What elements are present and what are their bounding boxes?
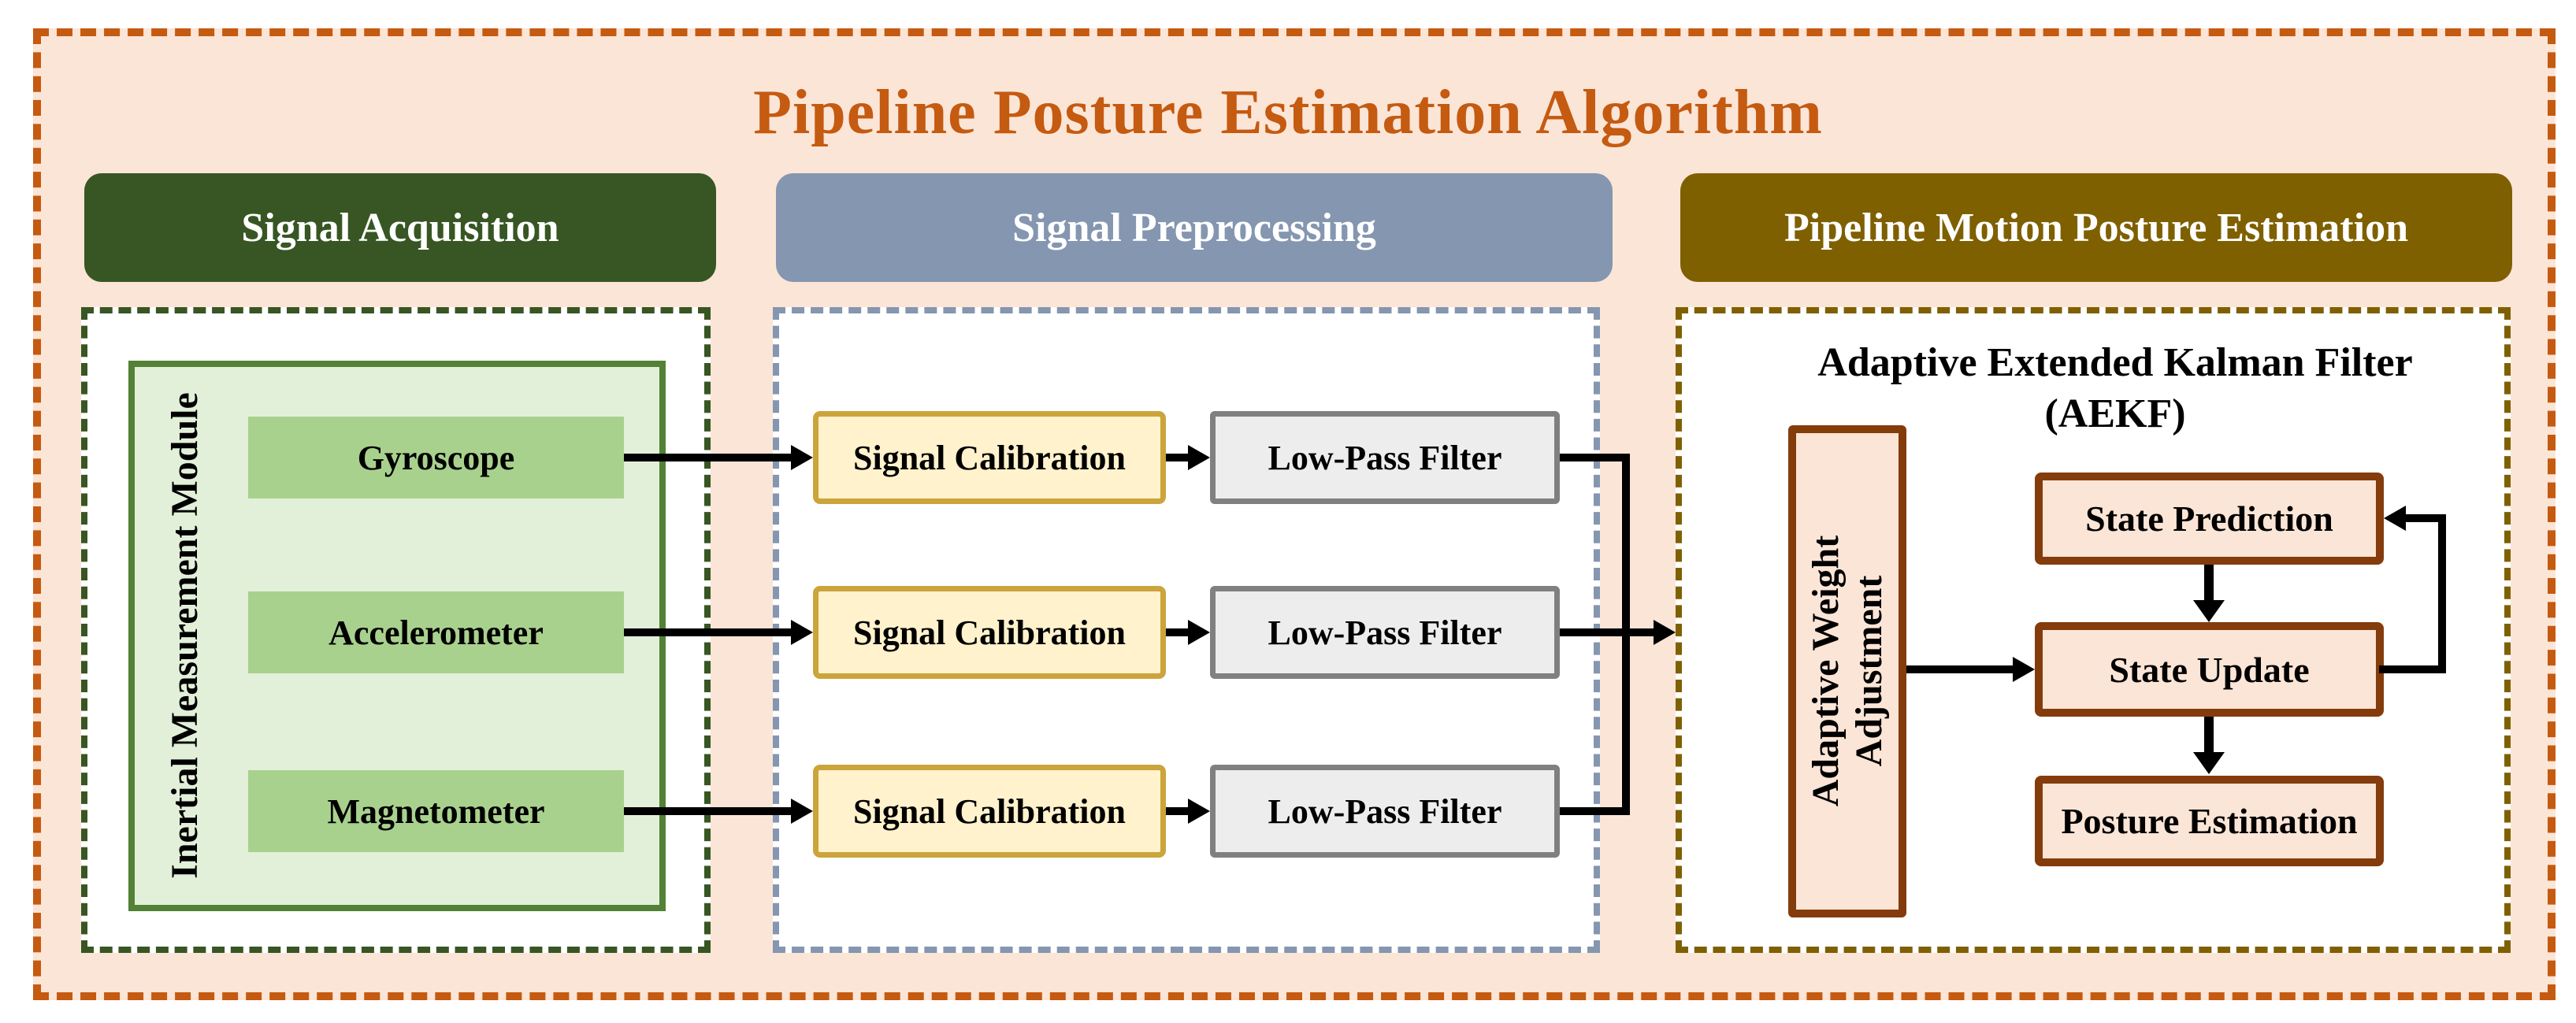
signal-calibration-box-3: Signal Calibration xyxy=(813,765,1166,858)
arrow-merged-to-estimation-shaft xyxy=(1560,628,1654,636)
feedback-loop-bottom-segment xyxy=(2379,665,2446,673)
section-header-posture-estimation: Pipeline Motion Posture Estimation xyxy=(1680,173,2512,282)
signal-calibration-box-1: Signal Calibration xyxy=(813,411,1166,504)
arrow-magnetometer-to-calibration-shaft xyxy=(624,807,791,815)
sensor-gyroscope: Gyroscope xyxy=(248,417,624,499)
signal-calibration-box-2: Signal Calibration xyxy=(813,586,1166,679)
adaptive-weight-adjustment-label: Adaptive Weight Adjustment xyxy=(1784,427,1910,915)
arrow-calibration-to-filter-1-shaft xyxy=(1166,454,1190,461)
posture-estimation-box: Posture Estimation xyxy=(2035,776,2384,866)
section-header-signal-preprocessing: Signal Preprocessing xyxy=(776,173,1613,282)
aekf-title-line2: (AEKF) xyxy=(2044,391,2186,436)
low-pass-filter-box-3: Low-Pass Filter xyxy=(1210,765,1560,858)
feedback-loop-top-segment xyxy=(2406,514,2446,522)
inertial-measurement-module-label: Inertial Measurement Module xyxy=(164,392,206,879)
aekf-title-line1: Adaptive Extended Kalman Filter xyxy=(1817,340,2413,385)
arrow-calibration-to-filter-2-shaft xyxy=(1166,628,1190,636)
feedback-loop-vertical-segment xyxy=(2438,514,2446,673)
arrow-prediction-to-update-head xyxy=(2193,600,2225,622)
arrow-awa-to-state-update-shaft xyxy=(1906,665,2013,673)
sensor-accelerometer: Accelerometer xyxy=(248,591,624,673)
adaptive-weight-line2: Adjustment xyxy=(1848,575,1890,767)
filter-output-stub-top xyxy=(1560,454,1630,461)
arrow-accelerometer-to-calibration-head xyxy=(791,620,813,645)
arrow-calibration-to-filter-3-shaft xyxy=(1166,807,1190,815)
arrow-calibration-to-filter-2-head xyxy=(1188,620,1210,645)
state-update-box: State Update xyxy=(2035,622,2384,717)
low-pass-filter-box-1: Low-Pass Filter xyxy=(1210,411,1560,504)
arrow-prediction-to-update-shaft xyxy=(2204,565,2214,602)
arrow-update-to-posture-shaft xyxy=(2204,717,2214,754)
arrow-gyroscope-to-calibration-head xyxy=(791,445,813,470)
low-pass-filter-box-2: Low-Pass Filter xyxy=(1210,586,1560,679)
state-prediction-box: State Prediction xyxy=(2035,473,2384,565)
arrow-calibration-to-filter-1-head xyxy=(1188,445,1210,470)
arrow-accelerometer-to-calibration-shaft xyxy=(624,628,791,636)
adaptive-weight-adjustment-box xyxy=(1788,425,1906,917)
section-header-signal-acquisition: Signal Acquisition xyxy=(84,173,716,282)
adaptive-weight-line1: Adaptive Weight xyxy=(1804,535,1847,807)
diagram-title: Pipeline Posture Estimation Algorithm xyxy=(753,78,1823,147)
aekf-title: Adaptive Extended Kalman Filter (AEKF) xyxy=(1796,337,2434,439)
arrow-awa-to-state-update-head xyxy=(2013,657,2035,682)
arrow-update-to-posture-head xyxy=(2193,752,2225,774)
arrow-merged-to-estimation-head xyxy=(1654,620,1676,645)
arrow-calibration-to-filter-3-head xyxy=(1188,799,1210,824)
filter-output-stub-bottom xyxy=(1560,807,1630,815)
arrow-gyroscope-to-calibration-shaft xyxy=(624,454,791,461)
feedback-loop-arrow-head xyxy=(2384,506,2406,531)
sensor-magnetometer: Magnetometer xyxy=(248,770,624,852)
arrow-magnetometer-to-calibration-head xyxy=(791,799,813,824)
